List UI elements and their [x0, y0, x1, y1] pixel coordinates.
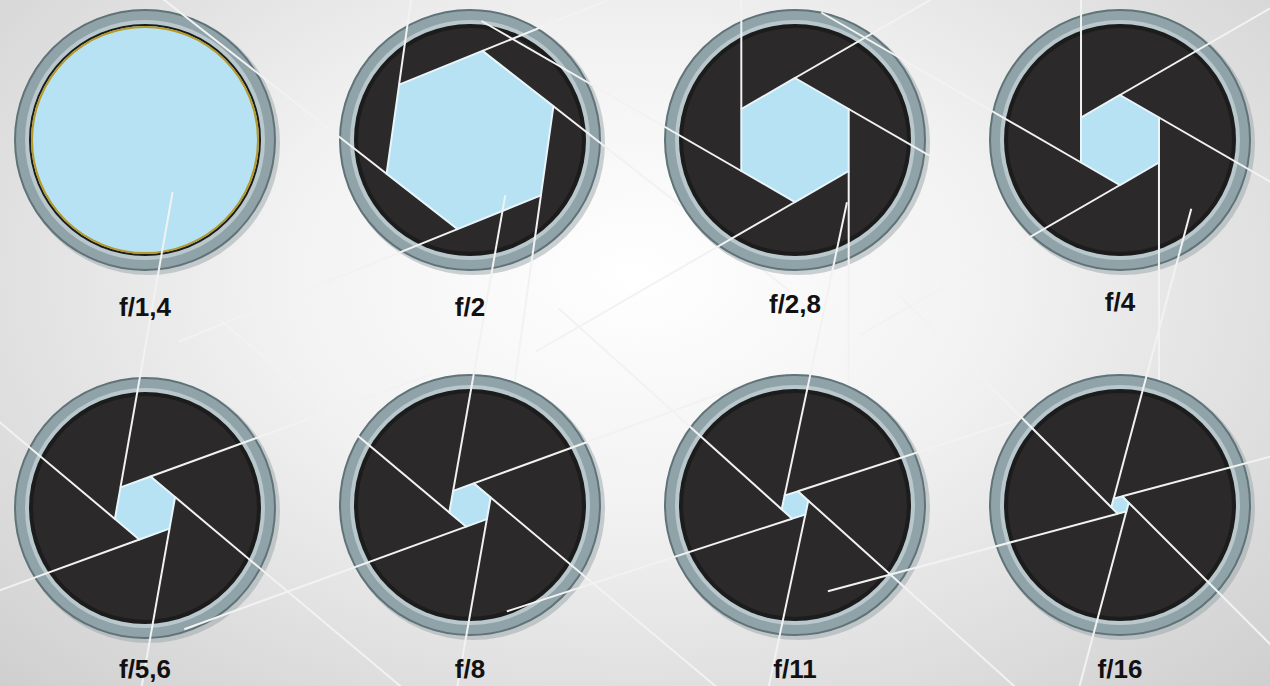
blade-edge	[740, 0, 742, 109]
blade-edge	[1129, 503, 1270, 686]
lens-rim	[1004, 24, 1236, 256]
blade-edge	[828, 514, 1118, 592]
ring-shadow	[16, 11, 280, 275]
lens-ring	[340, 375, 600, 635]
blade-edge	[507, 519, 792, 612]
iris-blades	[1008, 393, 1232, 617]
blade-edge	[220, 320, 450, 513]
blade-edge	[1114, 209, 1192, 499]
blade-edge	[860, 185, 1120, 335]
f-stop-label: f/16	[1098, 655, 1143, 684]
lens-ring	[665, 375, 925, 635]
lens-rim	[354, 389, 586, 621]
blade-edge	[1159, 118, 1270, 268]
lens-ring-inner	[675, 385, 915, 625]
aperture-opening	[31, 26, 259, 254]
lens-ring-inner	[350, 20, 590, 260]
iris-blades	[33, 396, 257, 620]
lens-rim	[1004, 389, 1236, 621]
lens-rim	[679, 24, 911, 256]
blade-edge	[821, 13, 1081, 163]
lens-ring-inner	[25, 20, 265, 260]
lens-ring	[340, 10, 600, 270]
lens-ring-inner	[675, 20, 915, 260]
lens-ring-inner	[1000, 385, 1240, 625]
blade-edge	[785, 202, 847, 495]
lens-ring-inner	[350, 385, 590, 625]
lens-ring-inner	[1000, 20, 1240, 260]
ring-shadow	[666, 376, 930, 640]
f-stop-label: f/11	[773, 655, 816, 684]
aperture-opening	[387, 51, 554, 229]
aperture-opening	[115, 477, 175, 540]
blade-edge	[1122, 419, 1270, 497]
ring-shadow	[991, 11, 1255, 275]
f-stop-label: f/2	[455, 293, 485, 322]
lens-ring	[990, 375, 1250, 635]
lens-rim	[679, 389, 911, 621]
blade-edge	[179, 229, 457, 341]
f-stop-label: f/2,8	[769, 290, 821, 319]
blade-edge	[899, 295, 1111, 507]
lens-rim	[29, 392, 261, 624]
blade-edge	[481, 21, 741, 171]
f-stop-label: f/4	[1105, 288, 1135, 317]
aperture-opening	[782, 491, 809, 518]
lens-rim	[29, 24, 261, 256]
lens-ring-inner	[25, 388, 265, 628]
ring-shadow	[16, 379, 280, 643]
blade-edge	[150, 0, 386, 174]
blade-edge	[1080, 0, 1082, 118]
ring-shadow	[341, 11, 605, 275]
blade-edge	[1120, 0, 1270, 95]
blade-edge	[0, 540, 139, 643]
f-stop-label: f/8	[455, 655, 485, 684]
blade-edge	[435, 519, 487, 686]
iris-blades	[358, 393, 582, 617]
aperture-opening	[741, 78, 848, 202]
aperture-opening	[1111, 496, 1128, 513]
blade-edge	[0, 326, 115, 519]
blade-edge	[120, 192, 172, 487]
lens-ring	[15, 378, 275, 638]
blade-edge	[184, 527, 466, 630]
blade-edge	[399, 0, 441, 85]
blade-edge	[453, 195, 505, 490]
ring-shadow	[666, 11, 930, 275]
lens-ring	[15, 10, 275, 270]
iris-blades	[683, 28, 907, 252]
blade-edge	[535, 202, 795, 352]
aperture-edge	[32, 27, 258, 253]
iris-blades	[683, 393, 907, 617]
iris-blades	[358, 28, 582, 252]
aperture-opening	[1081, 95, 1159, 185]
ring-shadow	[991, 376, 1255, 640]
f-stop-label: f/1,4	[119, 293, 171, 322]
lens-ring	[990, 10, 1250, 270]
f-stop-label: f/5,6	[119, 655, 171, 684]
lens-rim	[354, 24, 586, 256]
aperture-opening	[449, 483, 490, 526]
blade-edge	[559, 309, 782, 510]
